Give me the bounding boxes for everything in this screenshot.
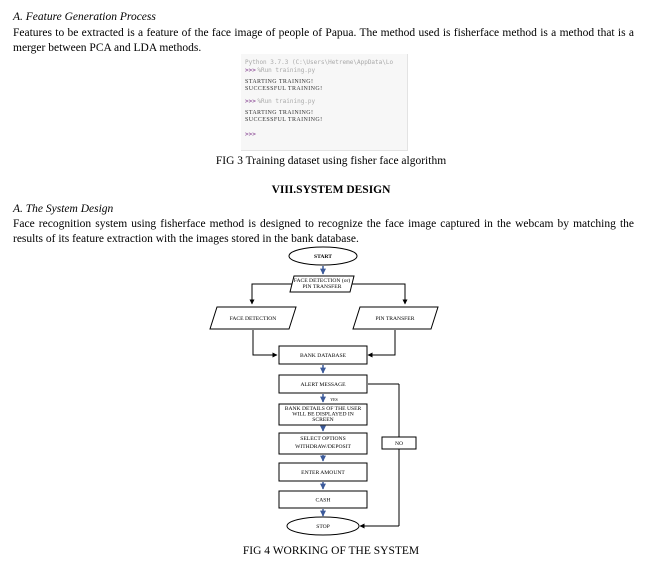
shell-output: SUCCESSFUL TRAINING! — [245, 86, 323, 92]
yes-label: YES — [330, 397, 338, 402]
face-detection-label: FACE DETECTION — [230, 316, 277, 322]
bank-details-line2: WILL BE DISPLAYED IN — [292, 412, 354, 418]
select-options-line2: WITHDRAW/DEPOSIT — [295, 444, 351, 450]
shell-header: Python 3.7.3 (C:\Users\Hetreme\AppData\L… — [245, 59, 394, 66]
shell-output: STARTING TRAINING! — [245, 79, 314, 85]
cash-node: CASH — [278, 490, 368, 509]
shell-output: SUCCESSFUL TRAINING! — [245, 117, 323, 123]
enter-amount-label: ENTER AMOUNT — [301, 470, 345, 476]
bank-details-line3: SCREEN — [312, 417, 333, 423]
no-label-box: NO — [381, 436, 417, 450]
pin-transfer-label: PIN TRANSFER — [376, 316, 415, 322]
shell-line: >>> — [245, 131, 256, 139]
feature-generation-heading: A. Feature Generation Process — [13, 11, 156, 23]
face-detection-node: FACE DETECTION — [209, 306, 297, 330]
alert-message-label: ALERT MESSAGE — [300, 382, 346, 388]
shell-prompt: >>> — [245, 67, 256, 74]
bank-database-node: BANK DATABASE — [278, 345, 368, 365]
shell-output: STARTING TRAINING! — [245, 110, 314, 116]
no-label: NO — [395, 441, 403, 447]
select-options-node: SELECT OPTIONS WITHDRAW/DEPOSIT — [278, 432, 368, 455]
fig4-caption: FIG 4 WORKING OF THE SYSTEM — [242, 545, 420, 557]
stop-label: STOP — [316, 524, 330, 530]
shell-prompt: >>> — [245, 131, 256, 138]
alert-message-node: ALERT MESSAGE — [278, 374, 368, 394]
arrow-to-pin-transfer — [352, 283, 408, 305]
pin-transfer-node: PIN TRANSFER — [352, 306, 439, 330]
select-options-line1: SELECT OPTIONS — [300, 436, 345, 442]
arrow-face-to-bank — [252, 330, 278, 358]
arrow-to-face-detection — [249, 283, 292, 305]
face-detection-or-pin-node: FACE DETECTION (or) PIN TRANSFER — [289, 275, 355, 293]
section-viii-title: VIII.SYSTEM DESIGN — [271, 184, 391, 196]
python-shell-screenshot: Python 3.7.3 (C:\Users\Hetreme\AppData\L… — [241, 54, 408, 151]
arrow-pin-to-bank — [367, 330, 396, 358]
system-design-paragraph: Face recognition system using fisherface… — [13, 218, 634, 245]
system-flowchart: START FACE DETECTION (or) PIN TRANSFER F… — [209, 246, 439, 536]
enter-amount-node: ENTER AMOUNT — [278, 462, 368, 482]
start-node: START — [288, 246, 358, 266]
decision-label-line1: FACE DETECTION (or) — [294, 277, 351, 284]
stop-node: STOP — [286, 516, 360, 536]
bank-database-label: BANK DATABASE — [300, 353, 347, 359]
shell-line: >>> %Run training.py — [245, 98, 315, 106]
fig3-caption: FIG 3 Training dataset using fisher face… — [215, 155, 447, 167]
system-design-heading: A. The System Design — [13, 203, 114, 215]
bank-details-node: BANK DETAILS OF THE USER WILL BE DISPLAY… — [278, 403, 368, 426]
cash-label: CASH — [316, 498, 331, 504]
shell-command: %Run training.py — [257, 67, 316, 74]
start-label: START — [314, 254, 332, 260]
decision-label-line2: PIN TRANSFER — [303, 284, 342, 290]
feature-generation-paragraph: Features to be extracted is a feature of… — [13, 27, 634, 54]
shell-prompt: >>> — [245, 98, 256, 105]
shell-line: >>> %Run training.py — [245, 67, 315, 75]
shell-command: %Run training.py — [257, 98, 316, 105]
bank-details-line1: BANK DETAILS OF THE USER — [285, 406, 362, 412]
